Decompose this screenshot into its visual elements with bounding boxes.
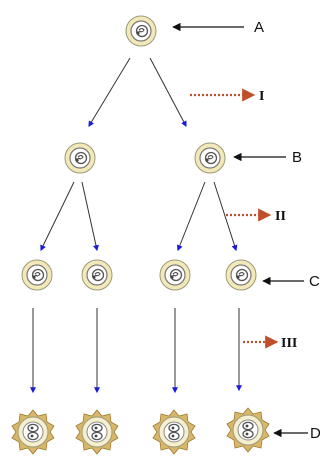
step-label-1: I <box>259 89 264 104</box>
step-label-2: II <box>275 209 286 224</box>
flow-arrow-a-right <box>149 57 187 128</box>
cell-a-icon <box>125 15 157 47</box>
spore-d-2-icon <box>75 409 119 455</box>
label-c: C <box>309 273 320 290</box>
flow-arrow-br-2 <box>213 181 238 252</box>
spore-d-icon <box>226 407 270 453</box>
flow-arrow-a-left <box>88 57 131 128</box>
spore-d-1-icon <box>11 409 55 455</box>
label-b: B <box>292 149 302 166</box>
cell-c-icon <box>225 259 257 291</box>
cell-b-icon <box>194 142 226 174</box>
cell-b-left-icon <box>64 142 96 174</box>
cell-c-2-icon <box>81 259 113 291</box>
label-a: A <box>254 19 264 36</box>
spore-d-3-icon <box>152 409 196 455</box>
flow-arrow-bl-2 <box>81 181 99 252</box>
step-label-3: III <box>281 336 297 351</box>
cell-c-1-icon <box>21 259 53 291</box>
label-d: D <box>310 425 320 442</box>
flow-arrow-bl-1 <box>40 181 75 252</box>
flow-arrow-br-1 <box>176 181 206 252</box>
cell-c-3-icon <box>159 259 191 291</box>
